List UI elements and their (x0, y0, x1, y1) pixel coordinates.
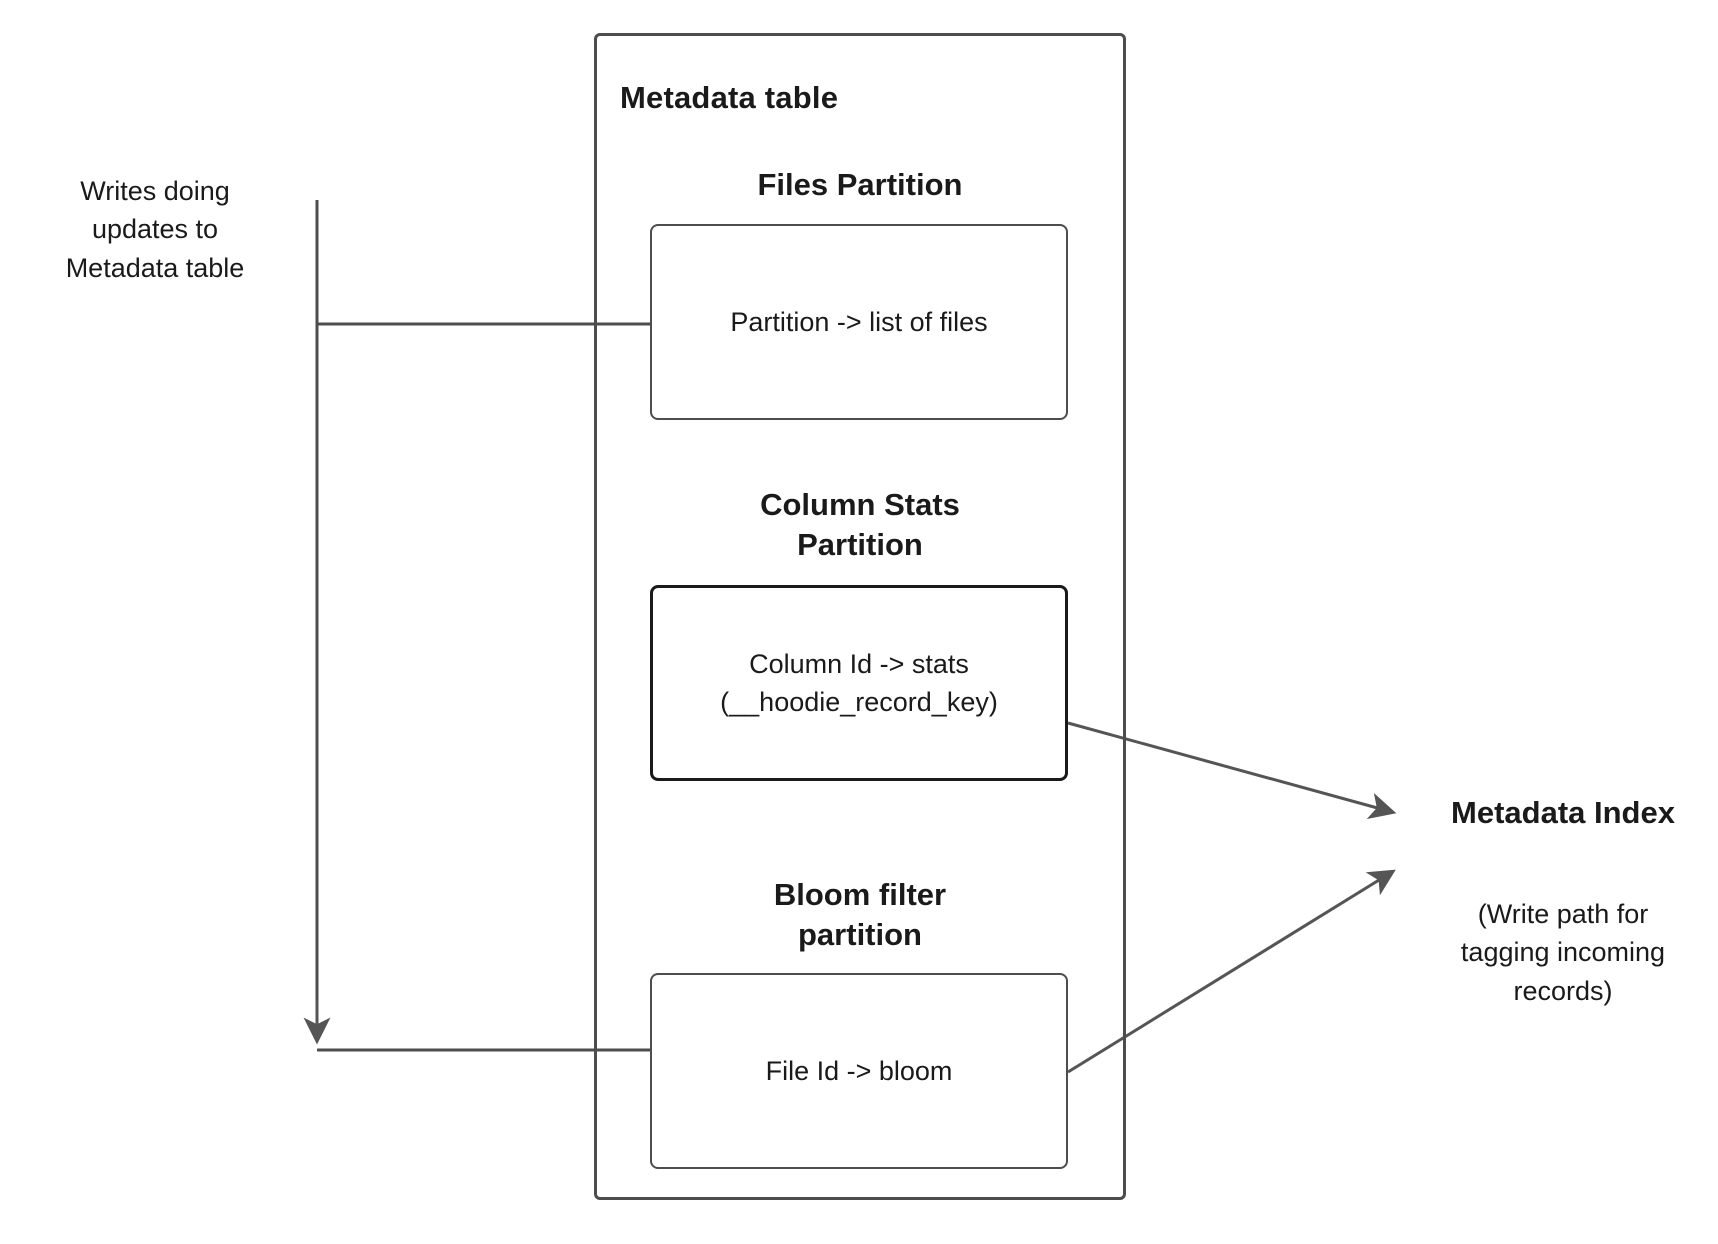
bloom-filter-partition-heading-line2: partition (798, 916, 922, 952)
writes-annotation-line2: updates to (91, 214, 219, 245)
metadata-index-caption-line3: records) (1513, 975, 1613, 1006)
column-stats-partition-box-line2: (__hoodie_record_key) (720, 687, 998, 717)
bloom-filter-partition-box-line1: File Id -> bloom (765, 1055, 953, 1086)
metadata-table-title: Metadata table (620, 80, 839, 115)
metadata-index-caption-line1: (Write path for (1477, 899, 1649, 929)
files-partition-box: Partition -> list of files (650, 224, 1068, 420)
files-partition-heading-line1: Files Partition (757, 167, 963, 202)
column-stats-partition-box-line1: Column Id -> stats (749, 648, 969, 679)
bloom-filter-partition-heading: Bloom filter partition (650, 875, 1070, 954)
bloom-filter-partition-box: File Id -> bloom (650, 973, 1068, 1169)
column-stats-partition-box-text: Column Id -> stats (__hoodie_record_key) (710, 645, 1008, 722)
column-stats-partition-heading-line1: Column Stats (760, 487, 960, 522)
files-partition-heading: Files Partition (650, 165, 1070, 205)
metadata-table-container (594, 33, 1126, 1200)
column-stats-partition-heading: Column Stats Partition (650, 485, 1070, 564)
bloom-filter-partition-heading-line1: Bloom filter (773, 877, 947, 912)
metadata-index-caption-line2: tagging incoming (1460, 937, 1666, 968)
files-partition-box-text: Partition -> list of files (720, 303, 997, 341)
column-stats-partition-heading-line2: Partition (797, 526, 923, 562)
bloom-filter-partition-box-text: File Id -> bloom (756, 1052, 963, 1090)
writes-annotation-line3: Metadata table (65, 252, 245, 283)
files-partition-box-line1: Partition -> list of files (730, 306, 988, 337)
column-stats-partition-box: Column Id -> stats (__hoodie_record_key) (650, 585, 1068, 781)
metadata-index-caption: (Write path for tagging incoming records… (1428, 895, 1698, 1010)
writes-annotation: Writes doing updates to Metadata table (10, 172, 300, 287)
writes-annotation-line1: Writes doing (80, 176, 230, 206)
metadata-index-title: Metadata Index (1451, 795, 1675, 830)
